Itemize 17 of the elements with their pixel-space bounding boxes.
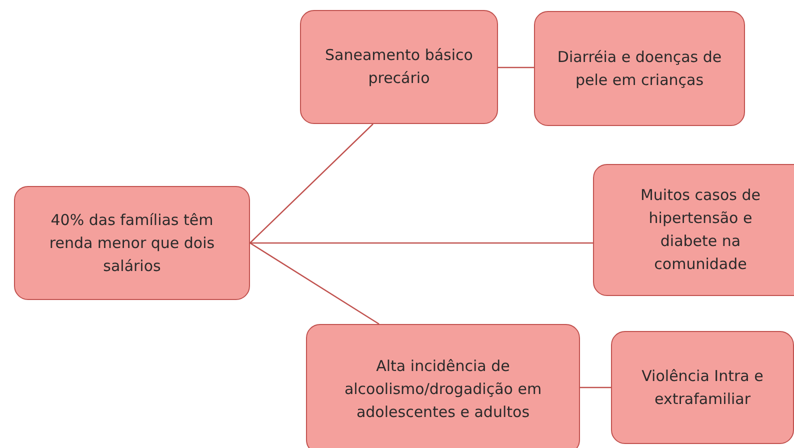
box-text: Alta incidência de alcoolismo/drogadição em adolescentes e adultos xyxy=(343,356,543,422)
cause-box xyxy=(306,324,580,448)
connector-line xyxy=(250,124,374,244)
box-text: 40% das famílias têm renda menor que dois salários xyxy=(48,210,216,276)
cause-box xyxy=(300,10,498,124)
cause-box xyxy=(534,11,745,126)
connector-line xyxy=(250,242,593,244)
box-text: Diarréia e doenças de pele em crianças xyxy=(556,46,723,90)
cause-box xyxy=(593,164,794,296)
box-text: Muitos casos de hipertensão e diabete na comunidade xyxy=(639,185,762,275)
box-text: Violência Intra e extrafamiliar xyxy=(640,366,764,410)
connector-line xyxy=(250,242,380,325)
connector-line xyxy=(498,66,534,68)
connector-line xyxy=(580,386,611,388)
box-text: Saneamento básico precário xyxy=(324,45,474,89)
cause-box xyxy=(611,331,794,444)
cause-box xyxy=(14,186,250,300)
